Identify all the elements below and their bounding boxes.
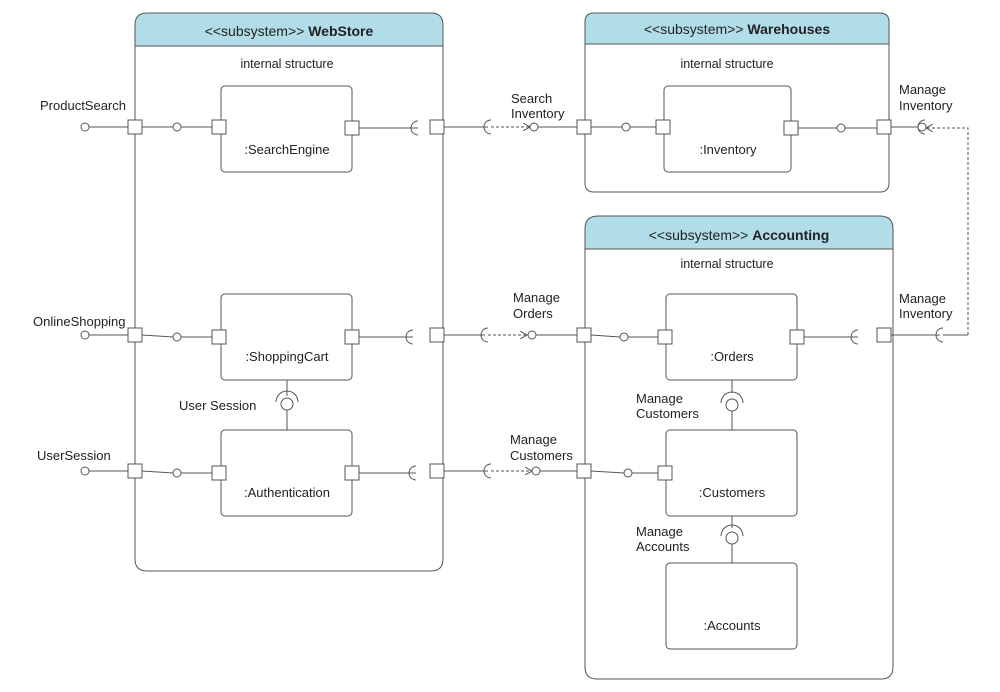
connector-user-session-internal bbox=[275, 380, 299, 430]
connector-product-search bbox=[80, 119, 927, 136]
interface-label-product-search: ProductSearch bbox=[40, 98, 126, 113]
component-authentication[interactable]: :Authentication bbox=[220, 429, 353, 517]
component-search-engine[interactable]: :SearchEngine bbox=[220, 85, 353, 173]
connector-online-shopping bbox=[80, 327, 968, 345]
interface-label-manage-orders-1: Manage bbox=[513, 290, 560, 305]
component-label: :Accounts bbox=[703, 618, 761, 633]
interface-label-manage-inventory-top-2: Inventory bbox=[899, 98, 953, 113]
subsystem-name: Warehouses bbox=[747, 21, 830, 37]
subsystem-webstore[interactable]: <<subsystem>> WebStore internal structur… bbox=[134, 12, 444, 572]
internal-structure-caption: internal structure bbox=[680, 257, 773, 271]
component-customers[interactable]: :Customers bbox=[665, 429, 798, 517]
connector-manage-accounts-internal bbox=[720, 516, 744, 563]
subsystem-header-webstore: <<subsystem>> WebStore bbox=[205, 23, 374, 39]
interface-label-manage-inventory-mid-2: Inventory bbox=[899, 306, 953, 321]
subsystem-name: Accounting bbox=[752, 227, 829, 243]
interface-label-manage-inventory-mid-1: Manage bbox=[899, 291, 946, 306]
interface-label-manage-inventory-top-1: Manage bbox=[899, 82, 946, 97]
subsystem-name: WebStore bbox=[308, 23, 373, 39]
interface-label-manage-customers-1: Manage bbox=[510, 432, 557, 447]
component-shopping-cart[interactable]: :ShoppingCart bbox=[220, 293, 353, 381]
component-accounts[interactable]: :Accounts bbox=[665, 562, 798, 650]
component-orders[interactable]: :Orders bbox=[665, 293, 798, 381]
interface-label-manage-customers-internal-1: Manage bbox=[636, 391, 683, 406]
stereotype-label: <<subsystem>> bbox=[644, 21, 744, 37]
interface-label-manage-accounts-1: Manage bbox=[636, 524, 683, 539]
interface-label-manage-accounts-2: Accounts bbox=[636, 539, 690, 554]
interface-label-manage-orders-2: Orders bbox=[513, 306, 553, 321]
connector-manage-customers-internal bbox=[720, 380, 744, 430]
subsystem-warehouses[interactable]: <<subsystem>> Warehouses internal struct… bbox=[584, 12, 890, 193]
component-inventory[interactable]: :Inventory bbox=[663, 85, 792, 173]
connector-manage-inventory-link bbox=[926, 128, 969, 335]
interface-label-user-session: UserSession bbox=[37, 448, 111, 463]
internal-structure-caption: internal structure bbox=[240, 57, 333, 71]
interface-label-search-inventory-1: Search bbox=[511, 91, 552, 106]
component-label: :Authentication bbox=[244, 485, 330, 500]
component-label: :ShoppingCart bbox=[245, 349, 328, 364]
subsystem-header-warehouses: <<subsystem>> Warehouses bbox=[644, 21, 830, 37]
internal-structure-caption: internal structure bbox=[680, 57, 773, 71]
interface-label-online-shopping: OnlineShopping bbox=[33, 314, 126, 329]
subsystem-header-accounting: <<subsystem>> Accounting bbox=[649, 227, 830, 243]
subsystem-accounting[interactable]: <<subsystem>> Accounting internal struct… bbox=[584, 215, 894, 680]
interface-label-manage-customers-2: Customers bbox=[510, 448, 573, 463]
stereotype-label: <<subsystem>> bbox=[649, 227, 749, 243]
interface-label-user-session-internal: User Session bbox=[179, 398, 256, 413]
connector-user-session bbox=[80, 463, 673, 481]
interface-label-search-inventory-2: Inventory bbox=[511, 106, 565, 121]
component-label: :Inventory bbox=[699, 142, 757, 157]
component-label: :SearchEngine bbox=[244, 142, 329, 157]
component-label: :Customers bbox=[699, 485, 766, 500]
stereotype-label: <<subsystem>> bbox=[205, 23, 305, 39]
component-label: :Orders bbox=[710, 349, 754, 364]
interface-label-manage-customers-internal-2: Customers bbox=[636, 406, 699, 421]
